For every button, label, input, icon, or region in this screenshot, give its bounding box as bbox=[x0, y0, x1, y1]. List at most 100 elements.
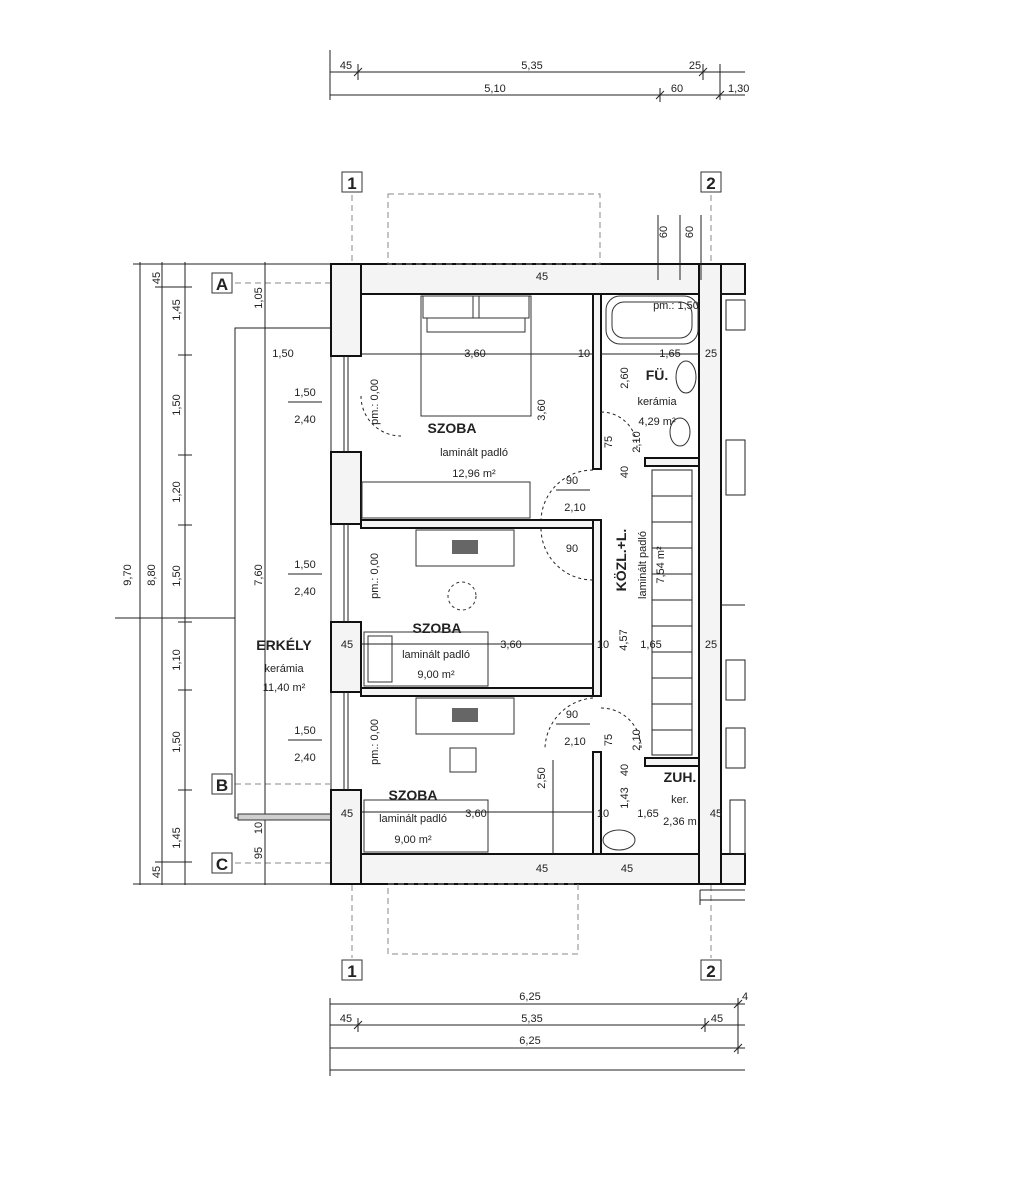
dim-bath-165: 1,65 bbox=[659, 348, 680, 360]
dim-bottom-wall-45a: 45 bbox=[536, 863, 548, 875]
grid-marker-2-bottom bbox=[700, 959, 722, 981]
window-1-pm: pm.: 0,00 bbox=[369, 379, 381, 425]
dim-room3-250: 2,50 bbox=[536, 767, 548, 788]
chair-3 bbox=[449, 747, 477, 773]
bathroom-floor: kerámia bbox=[637, 396, 677, 408]
grid-label-C: C bbox=[216, 855, 228, 874]
grid-label-2-top: 2 bbox=[706, 174, 715, 193]
dim-top-45: 45 bbox=[340, 60, 352, 72]
shower-wc bbox=[602, 829, 636, 851]
grid-label-B: B bbox=[216, 776, 228, 795]
dim-left-145-bottom: 1,45 bbox=[171, 827, 183, 848]
dim-balcony-105: 1,05 bbox=[253, 287, 265, 308]
room-2-name: SZOBA bbox=[413, 620, 462, 636]
dim-bath-25: 25 bbox=[705, 348, 717, 360]
fixtures bbox=[360, 295, 699, 854]
dim-top-535: 5,35 bbox=[521, 60, 542, 72]
window-3-width: 1,50 bbox=[294, 725, 315, 737]
dim-60-b: 60 bbox=[684, 226, 696, 238]
dim-top-wall-45: 45 bbox=[536, 271, 548, 283]
door-1-height: 2,10 bbox=[564, 502, 585, 514]
bottom-dimension-lines: 6,25 4 45 5,35 45 6,25 bbox=[329, 991, 748, 1076]
dim-bottom-625-a: 6,25 bbox=[519, 991, 540, 1003]
dim-room1-10: 10 bbox=[578, 348, 590, 360]
room-3-name: SZOBA bbox=[389, 787, 438, 803]
hall-floor: laminált padló bbox=[637, 531, 649, 599]
window-labels: 1,50 2,40 1,50 2,40 1,50 2,40 pm.: 0,00 … bbox=[288, 379, 381, 765]
dim-left-150-c: 1,50 bbox=[171, 731, 183, 752]
neighbour-unit-edge bbox=[699, 293, 746, 905]
dim-zuh-165: 1,65 bbox=[637, 808, 658, 820]
room-1-name: SZOBA bbox=[428, 420, 477, 436]
door-1-width: 90 bbox=[566, 475, 578, 487]
room-2-floor: laminált padló bbox=[402, 649, 470, 661]
top-dimension-lines: 45 5,35 25 5,10 60 1,30 bbox=[329, 50, 749, 102]
door-zuh-40: 40 bbox=[619, 764, 631, 776]
dim-hall-457: 4,57 bbox=[618, 629, 630, 650]
grid-label-1-top: 1 bbox=[347, 174, 356, 193]
dim-left-970: 9,70 bbox=[122, 564, 134, 585]
grid-marker-C bbox=[211, 852, 233, 874]
dim-left-150-a: 1,50 bbox=[171, 394, 183, 415]
shower-name: ZUH. bbox=[664, 769, 697, 785]
dim-top-130: 1,30 bbox=[728, 83, 749, 95]
hall-area: 7,54 m² bbox=[655, 546, 667, 584]
window-3-height: 2,40 bbox=[294, 752, 315, 764]
balcony-area: 11,40 m² bbox=[263, 682, 306, 694]
bathroom-name: FÜ. bbox=[646, 367, 669, 383]
dim-zuh-143: 1,43 bbox=[619, 787, 631, 808]
wardrobe-1 bbox=[361, 481, 531, 519]
bath-toilet bbox=[669, 417, 691, 447]
door-zuh-75: 75 bbox=[603, 734, 615, 746]
shower-area: 2,36 m bbox=[663, 816, 697, 828]
room-labels: SZOBA laminált padló 12,96 m² SZOBA lami… bbox=[379, 367, 697, 846]
grid-markers: 1 2 1 2 A B C bbox=[211, 171, 722, 981]
grid-label-A: A bbox=[216, 275, 228, 294]
door-zuh-210: 2,10 bbox=[631, 729, 643, 750]
dim-bottom-625-b: 6,25 bbox=[519, 1035, 540, 1047]
dim-room3-10: 10 bbox=[597, 808, 609, 820]
dim-left-45-bottom: 45 bbox=[151, 866, 163, 878]
dim-bottom-45-right: 45 bbox=[711, 1013, 723, 1025]
hall-name: KÖZL.+L. bbox=[613, 529, 629, 592]
dim-balcony-10: 10 bbox=[253, 822, 265, 834]
grid-label-2-bottom: 2 bbox=[706, 962, 715, 981]
walls bbox=[330, 263, 746, 885]
grid-marker-2-top bbox=[700, 171, 722, 193]
dim-room1-height: 3,60 bbox=[536, 399, 548, 420]
grid-marker-1-bottom bbox=[341, 959, 363, 981]
dim-top-510: 5,10 bbox=[484, 83, 505, 95]
room-1-area: 12,96 m² bbox=[452, 468, 496, 480]
door-2-width: 90 bbox=[566, 543, 578, 555]
dim-bottom-535: 5,35 bbox=[521, 1013, 542, 1025]
interior-dimensions: 3,60 10 1,65 25 45 3,60 10 1,65 25 45 3,… bbox=[341, 215, 722, 875]
dim-60-a: 60 bbox=[658, 226, 670, 238]
door-bath-40: 40 bbox=[619, 466, 631, 478]
dim-left-150-b: 1,50 bbox=[171, 565, 183, 586]
door-3-height: 2,10 bbox=[564, 736, 585, 748]
window-2-width: 1,50 bbox=[294, 559, 315, 571]
dim-room2-10: 10 bbox=[597, 639, 609, 651]
dim-balcony-760: 7,60 bbox=[253, 564, 265, 585]
dim-top-60: 60 bbox=[671, 83, 683, 95]
desk-2 bbox=[415, 529, 515, 567]
door-bath-210: 2,10 bbox=[631, 431, 643, 452]
balcony-name: ERKÉLY bbox=[256, 637, 312, 653]
dim-zuh-45: 45 bbox=[710, 808, 722, 820]
room-1-floor: laminált padló bbox=[440, 447, 508, 459]
grid-marker-B bbox=[211, 773, 233, 795]
door-3-width: 90 bbox=[566, 709, 578, 721]
window-1-height: 2,40 bbox=[294, 414, 315, 426]
door-bath-75: 75 bbox=[603, 436, 615, 448]
dim-room2-45: 45 bbox=[341, 639, 353, 651]
dim-top-25: 25 bbox=[689, 60, 701, 72]
dim-balcony-95: 95 bbox=[253, 847, 265, 859]
roof-projection bbox=[387, 193, 601, 955]
window-1-width: 1,50 bbox=[294, 387, 315, 399]
dim-left-45-top: 45 bbox=[151, 272, 163, 284]
dim-balcony-150: 1,50 bbox=[272, 348, 293, 360]
dim-bottom-45-left: 45 bbox=[340, 1013, 352, 1025]
dim-room3-width: 3,60 bbox=[465, 808, 486, 820]
shower-floor: ker. bbox=[671, 794, 689, 806]
